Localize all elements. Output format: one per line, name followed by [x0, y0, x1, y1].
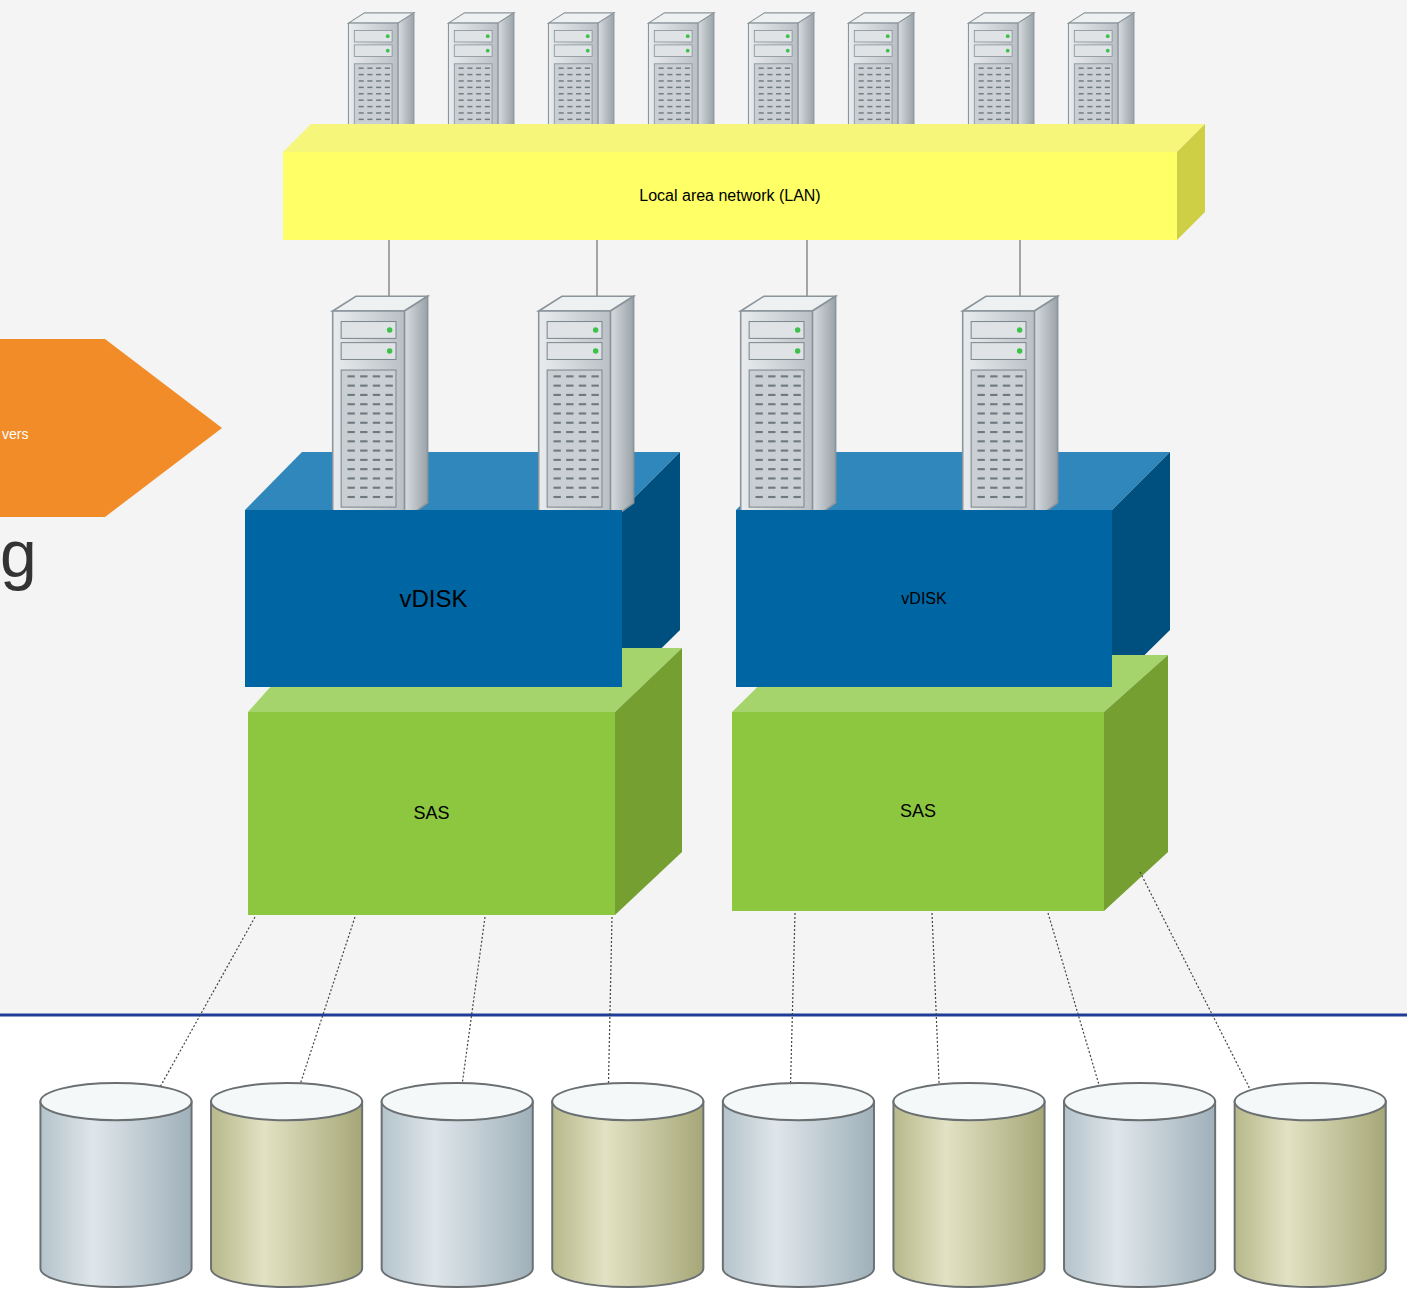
node-label: vDISK: [901, 590, 946, 608]
arrow-shape: [0, 339, 222, 517]
server-icon: [963, 296, 1058, 520]
heading-fragment: g: [0, 518, 37, 591]
node-label: SAS: [413, 803, 449, 824]
arrow-tag: vers: [0, 339, 222, 517]
node-label: vers: [2, 426, 28, 442]
node-label: vDISK: [399, 585, 467, 613]
vdisk-box: vDISK: [245, 510, 622, 687]
disk-cylinder: [893, 1083, 1044, 1287]
sas-box: SAS: [248, 712, 615, 915]
disk-cylinder: [1064, 1083, 1215, 1287]
node-label: Local area network (LAN): [639, 187, 820, 205]
disk-cylinder: [552, 1083, 703, 1287]
server-icon: [539, 296, 634, 520]
disk-cylinder: [40, 1083, 191, 1287]
sas-box: SAS: [732, 712, 1104, 911]
vdisk-box: vDISK: [736, 510, 1112, 687]
network-band: Local area network (LAN): [283, 152, 1177, 240]
server-icon: [741, 296, 836, 520]
disk-cylinder: [382, 1083, 533, 1287]
node-label: SAS: [900, 801, 936, 822]
disk-cylinder: [1235, 1083, 1386, 1287]
server-icon: [333, 296, 428, 520]
disk-cylinder: [211, 1083, 362, 1287]
disk-cylinder: [723, 1083, 874, 1287]
